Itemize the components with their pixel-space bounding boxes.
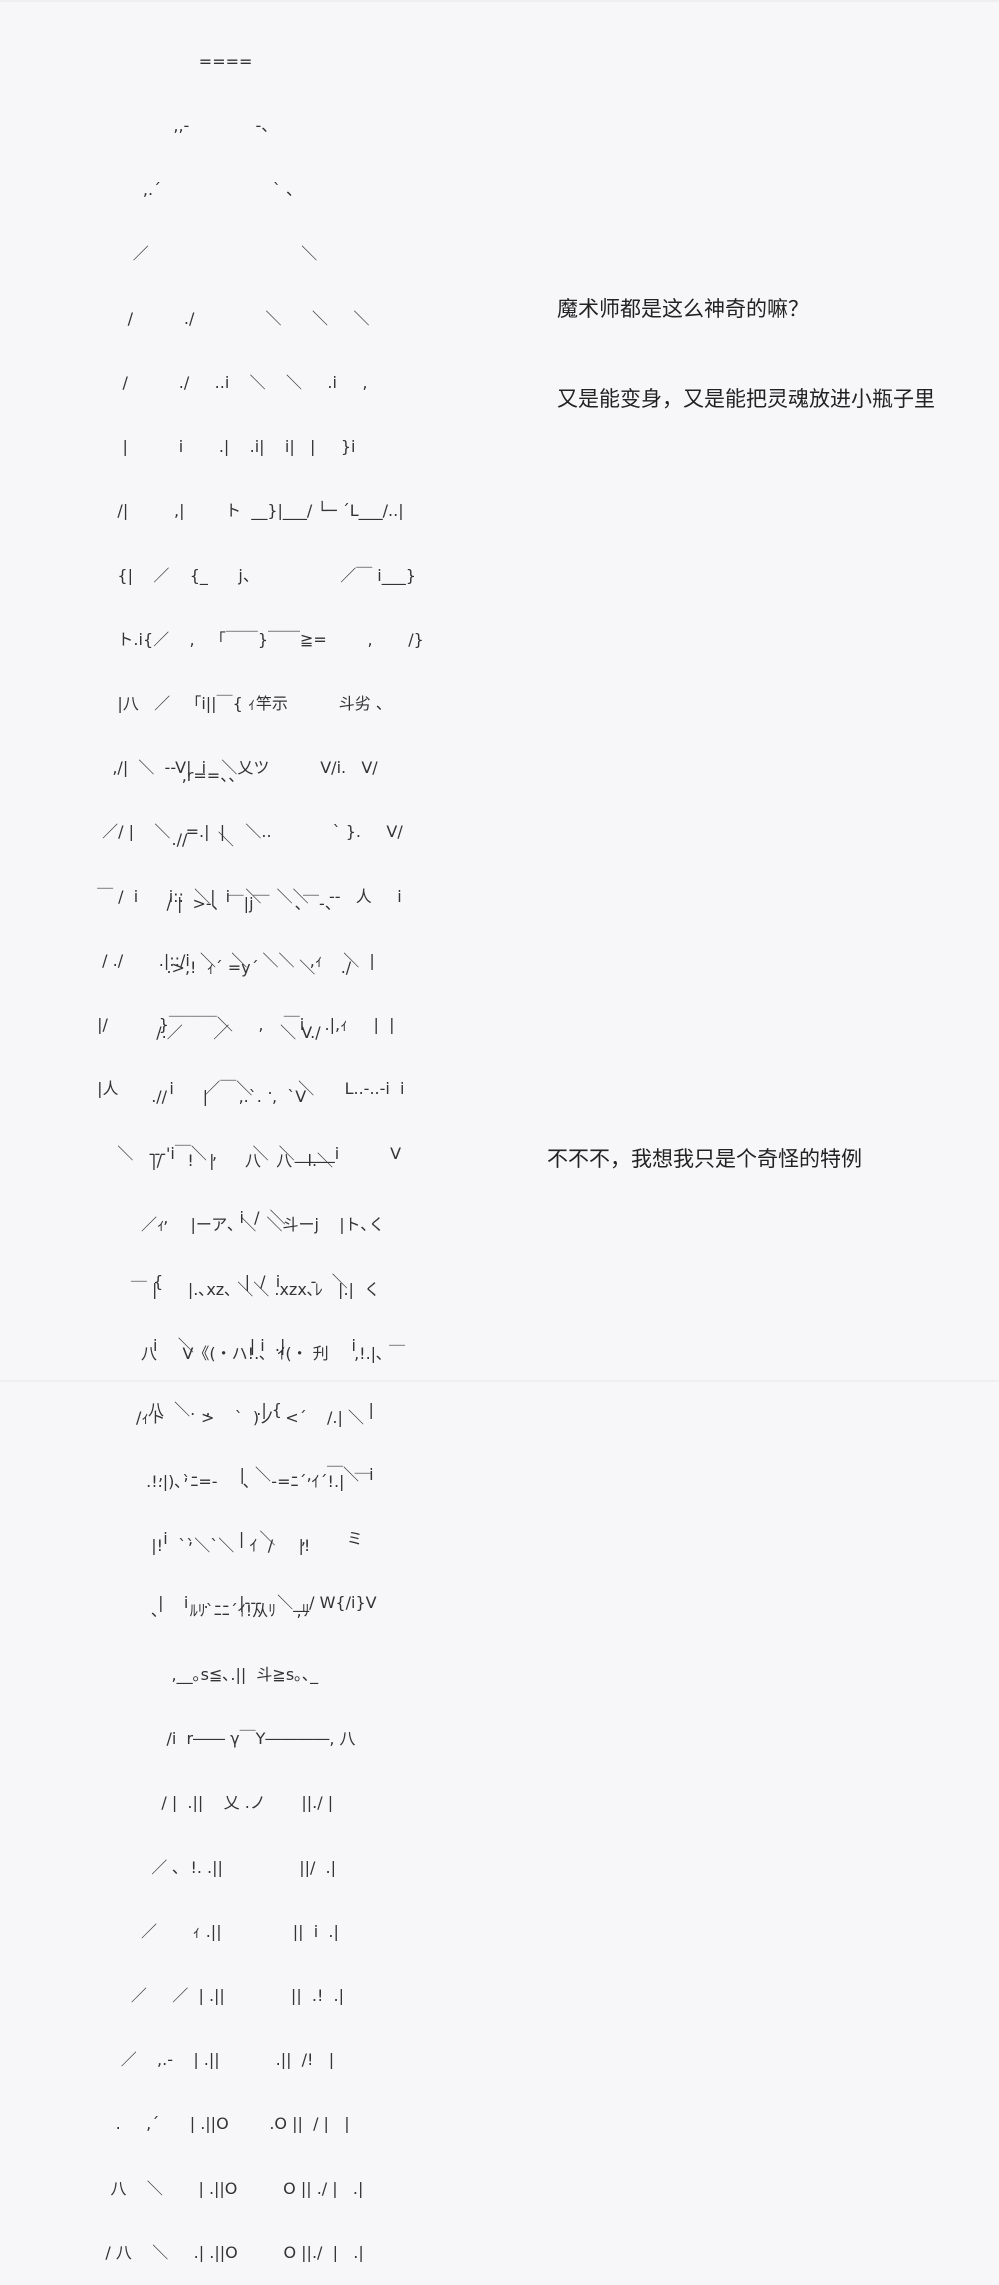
top-border bbox=[0, 0, 999, 2]
art-line: / | >-、￣|j￣ ､￣-、 bbox=[80, 894, 341, 914]
art-line: ／ ､ !. .|| ||/ .| bbox=[80, 1857, 337, 1877]
art-line: ／ ｨ .|| || i .| bbox=[80, 1921, 339, 1941]
art-line: ,/| ＼ --V| i ＼乂ツ V/i. V/ bbox=[92, 758, 378, 778]
bottom-border bbox=[0, 1380, 999, 1382]
art-line: ,__｡s≦､.|| 斗≧s｡､_ bbox=[80, 1664, 319, 1684]
art-line: {| ／ {_ j、 ／￣ i___} bbox=[92, 565, 416, 585]
art-line: /ｨト > ` )ノ <´ /.| ＼ bbox=[80, 1408, 364, 1427]
art-line: / ./ ＼ ＼ ＼ bbox=[92, 308, 370, 328]
art-line: ＼ ---'i￣＼ , ＼ ＼_____i V bbox=[92, 1143, 402, 1163]
art-line: .// ＼ bbox=[80, 830, 234, 850]
art-line: |八 ／ 「i||￣{ ｨ竿示 斗劣 、 bbox=[92, 694, 392, 713]
art-line: ､ ﾙﾘ`ﾆﾆ´ｲ!从ﾘ ,ﾘ bbox=[80, 1600, 310, 1620]
art-line: ,.´ ` 、 bbox=[92, 180, 303, 200]
art-line: /.／ ／ ＼ V./ bbox=[80, 1022, 321, 1042]
art-line: ／ ／ | .|| || .! .| bbox=[80, 1985, 345, 2005]
upper-dialogue: 魔术师都是这么神奇的嘛？ 又是能变身，又是能把灵魂放进小瓶子里 bbox=[557, 234, 935, 444]
art-line: { | / i - ＼ bbox=[92, 1271, 348, 1291]
art-line: / ./ ..i ＼ ＼ .i , bbox=[92, 372, 368, 392]
art-line: | i .| .i| i| | }i bbox=[92, 437, 356, 457]
art-line: |人 i ／￣＼ . ＼ L..-..-i i bbox=[92, 1079, 405, 1099]
art-line: 八 ＼ | .||O O || ./ | .| bbox=[80, 2178, 364, 2198]
art-line: ==== bbox=[92, 51, 253, 71]
lower-ascii-art: ,r==、、 .// ＼ / | >-、￣|j￣ ､￣-、 .>,! ｨ´ =y… bbox=[80, 722, 405, 2285]
art-line: ,r==、、 bbox=[80, 765, 245, 785]
art-line: ￣ / i i:: ＼| i ＼ ＼＼ -- 人 i bbox=[92, 886, 402, 906]
dialogue-line: 不不不，我想我只是个奇怪的特例 bbox=[547, 1147, 862, 1171]
art-line: ／ｨ |ーア､ ＼ ＼斗ーj |ト､く bbox=[80, 1215, 385, 1235]
art-line: ￣ | |.､xz､ ＼＼ .xzx､ﾚ |.| く bbox=[80, 1279, 381, 1299]
art-line: |/ }￣￣￣＼ , ￣i .|,ｨ | | bbox=[92, 1015, 395, 1035]
art-line: ／ ,.‐ | .|| .|| /! | bbox=[80, 2050, 335, 2070]
dialogue-line: 又是能变身，又是能把灵魂放进小瓶子里 bbox=[557, 387, 935, 411]
dialogue-line: 魔术师都是这么神奇的嘛？ bbox=[557, 297, 809, 321]
art-line: .>,! ｨ´ =y´ ＼ ./ bbox=[80, 958, 352, 978]
lower-dialogue: 不不不，我想我只是个奇怪的特例 bbox=[547, 1084, 862, 1204]
art-line: ,,- -、 bbox=[92, 116, 278, 136]
art-line: |! ``＼`＼ ｲ / |! bbox=[80, 1536, 311, 1556]
art-line: .!.|)､`ﾆ=- ､ -=ﾆ´ ｲ´!.| ￣ bbox=[80, 1472, 371, 1492]
art-line: / 八 ＼ .| .||O O ||./ | .| bbox=[80, 2242, 364, 2262]
art-line: , i / ＼ bbox=[92, 1207, 286, 1227]
art-line: /| ,| ト __}|___/ └─ ´L___/..| bbox=[92, 501, 404, 521]
art-line: / ./ .|::/i ＼ ＼ ＼＼ ,ｨ ＼ | bbox=[92, 950, 375, 970]
art-line: ト.i{／ , 「￣￣}￣￣≧= , /} bbox=[92, 629, 424, 649]
art-line: ／/ | ＼ =.| | ＼.. ` }. V/ bbox=[92, 822, 403, 842]
art-line: .// | ,.`. , `V bbox=[80, 1086, 307, 1106]
art-line: i ＼ | i .| i bbox=[92, 1336, 356, 1356]
art-line: ／ ＼ bbox=[92, 244, 318, 264]
art-line: 八 V《(・ハ!.､ ｲ(・ 刋 ,!.|､ ￣ bbox=[80, 1343, 406, 1363]
art-line: |/ ! | 八 八 l.＼ bbox=[80, 1151, 334, 1171]
art-line: /i r―― γ￣Y――――, 八 bbox=[80, 1729, 356, 1749]
art-line: . ,´ | .||O .O || / | | bbox=[80, 2114, 350, 2134]
art-line: / | .|| 乂 .ノ ||./ | bbox=[80, 1793, 334, 1813]
